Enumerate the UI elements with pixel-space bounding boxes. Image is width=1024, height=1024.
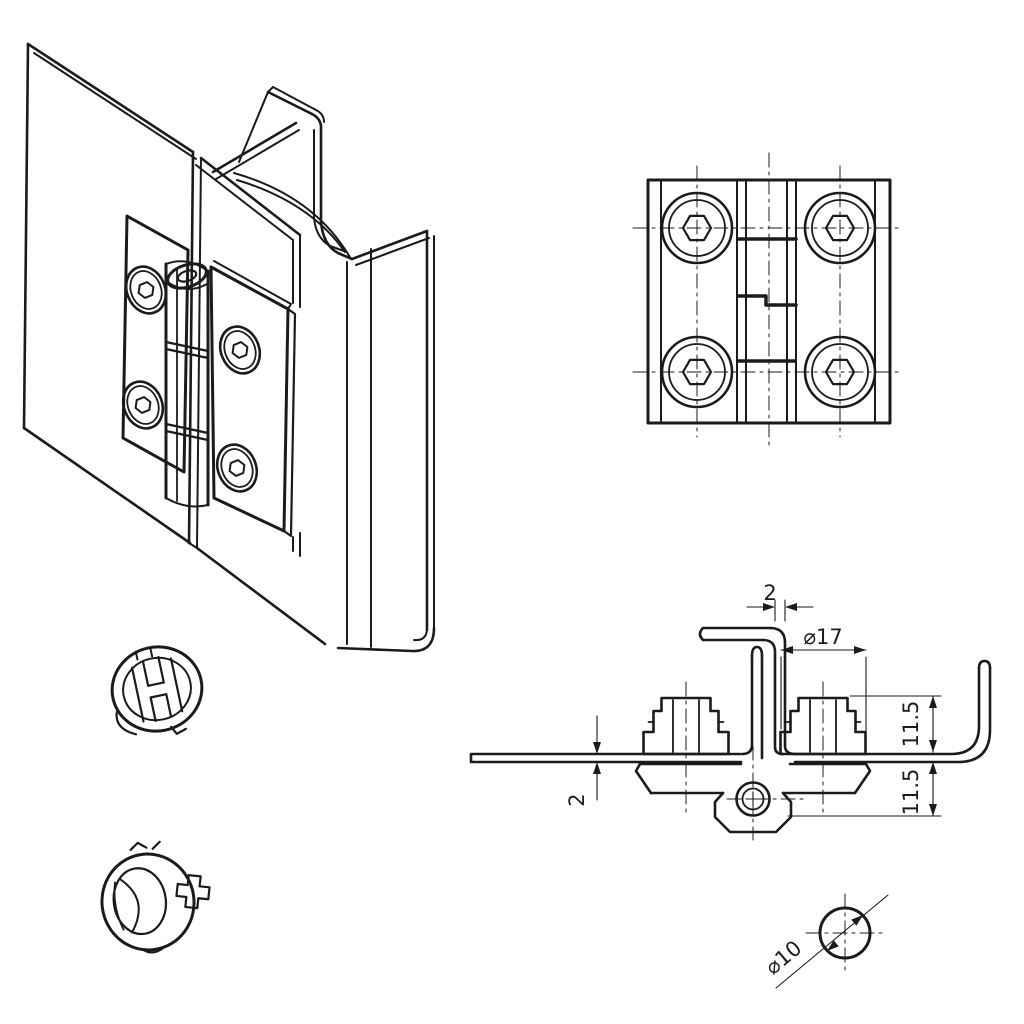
centerlines-pin <box>805 893 885 973</box>
hinge-screw-iso <box>212 319 268 381</box>
mounting-nut-iso-lower <box>100 840 211 954</box>
hinge-section-view: 2 ⌀17 11.5 11.5 <box>469 581 992 841</box>
dim-nut-diameter: ⌀17 <box>780 625 867 752</box>
frame-panel <box>211 86 436 653</box>
dim-height-above: 11.5 <box>849 695 942 753</box>
centerlines-front <box>632 152 904 449</box>
hinge-front-view <box>632 152 904 449</box>
isometric-assembly-view <box>22 42 436 653</box>
dim-flange-thickness: 2 <box>746 581 814 622</box>
centerlines-section <box>685 681 824 841</box>
dim-label-height-below: 11.5 <box>899 769 923 816</box>
hinge-screw-iso <box>209 437 265 499</box>
dim-label-sheet-thickness: 2 <box>565 793 589 806</box>
dim-label-height-above: 11.5 <box>899 701 923 748</box>
dim-height-below: 11.5 <box>787 761 942 817</box>
pin-detail-view: ⌀10 <box>761 893 889 989</box>
mounting-nut-iso-upper <box>110 645 204 736</box>
dim-label-flange-thickness: 2 <box>763 581 776 605</box>
dim-label-pin-diameter: ⌀10 <box>761 936 807 980</box>
dim-sheet-thickness: 2 <box>565 715 601 807</box>
dim-label-nut-diameter: ⌀17 <box>803 625 842 649</box>
hinge-isometric <box>115 214 297 538</box>
